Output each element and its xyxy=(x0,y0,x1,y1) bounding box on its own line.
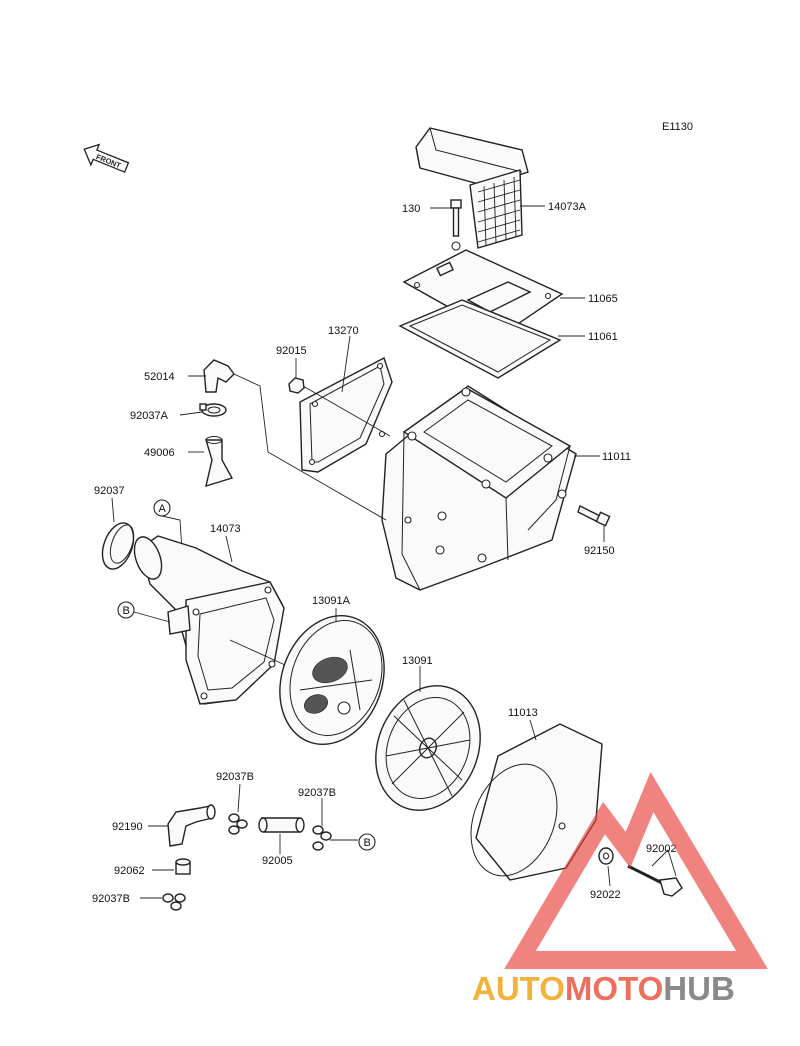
air-box-11011 xyxy=(381,385,577,591)
bolt-92150 xyxy=(577,505,611,527)
watermark-hub: HUB xyxy=(663,970,735,1007)
nut-92015 xyxy=(288,377,305,394)
label-11061: 11061 xyxy=(588,331,618,343)
clamp-92037A xyxy=(199,403,227,417)
front-arrow-icon: FRONT xyxy=(83,143,130,173)
marker-b-1 xyxy=(117,601,135,619)
label-130: 130 xyxy=(402,203,420,215)
clip-92037B-1 xyxy=(228,813,248,835)
label-92037B-1: 92037B xyxy=(216,771,254,783)
label-92005: 92005 xyxy=(262,855,293,867)
label-52014: 52014 xyxy=(144,371,175,383)
marker-b-1-label: B xyxy=(123,605,130,617)
cap-92062 xyxy=(175,858,191,875)
wing-bolt-92002 xyxy=(627,864,683,897)
label-92037: 92037 xyxy=(94,485,125,497)
label-13091: 13091 xyxy=(402,655,433,667)
label-92037B-2: 92037B xyxy=(298,787,336,799)
label-92037A: 92037A xyxy=(130,410,169,422)
watermark-logo: AUTOMOTOHUB xyxy=(472,771,768,1007)
label-92037B-3: 92037B xyxy=(92,893,130,905)
marker-b-2-label: B xyxy=(364,837,371,849)
label-14073: 14073 xyxy=(210,523,241,535)
pipe-92005 xyxy=(258,817,305,833)
label-14073A: 14073A xyxy=(548,201,587,213)
filter-cage-13091 xyxy=(375,685,481,811)
label-13091A: 13091A xyxy=(312,595,351,607)
washer-92022 xyxy=(598,847,614,865)
label-92150: 92150 xyxy=(584,545,615,557)
top-cover-14073A xyxy=(415,127,529,249)
label-11013: 11013 xyxy=(508,707,538,719)
label-49006: 49006 xyxy=(144,447,175,459)
label-92022: 92022 xyxy=(590,889,621,901)
ring-92037 xyxy=(101,522,135,570)
marker-a-1-label: A xyxy=(159,503,167,515)
label-92015: 92015 xyxy=(276,345,307,357)
bolt-130 xyxy=(450,199,462,251)
label-92190: 92190 xyxy=(112,821,143,833)
label-13270: 13270 xyxy=(328,325,359,337)
gasket-13270 xyxy=(299,356,393,473)
duct-49006 xyxy=(205,439,234,488)
diagram-code: E1130 xyxy=(662,121,693,133)
clip-92037B-3 xyxy=(162,893,186,911)
hose-92190 xyxy=(167,805,213,847)
clip-92037B-2 xyxy=(312,825,332,851)
label-11065: 11065 xyxy=(588,293,618,305)
elbow-52014 xyxy=(203,359,235,393)
watermark-auto: AUTO xyxy=(472,970,565,1007)
filter-13091A xyxy=(279,614,385,746)
label-11011: 11011 xyxy=(602,451,631,463)
inlet-duct-14073 xyxy=(133,535,285,705)
marker-b-2 xyxy=(358,833,376,851)
label-92002: 92002 xyxy=(646,843,677,855)
watermark-text: AUTOMOTOHUB xyxy=(472,970,735,1007)
watermark-triangle-icon xyxy=(504,771,768,969)
watermark-moto: MOTO xyxy=(565,970,663,1007)
label-92062: 92062 xyxy=(114,865,145,877)
